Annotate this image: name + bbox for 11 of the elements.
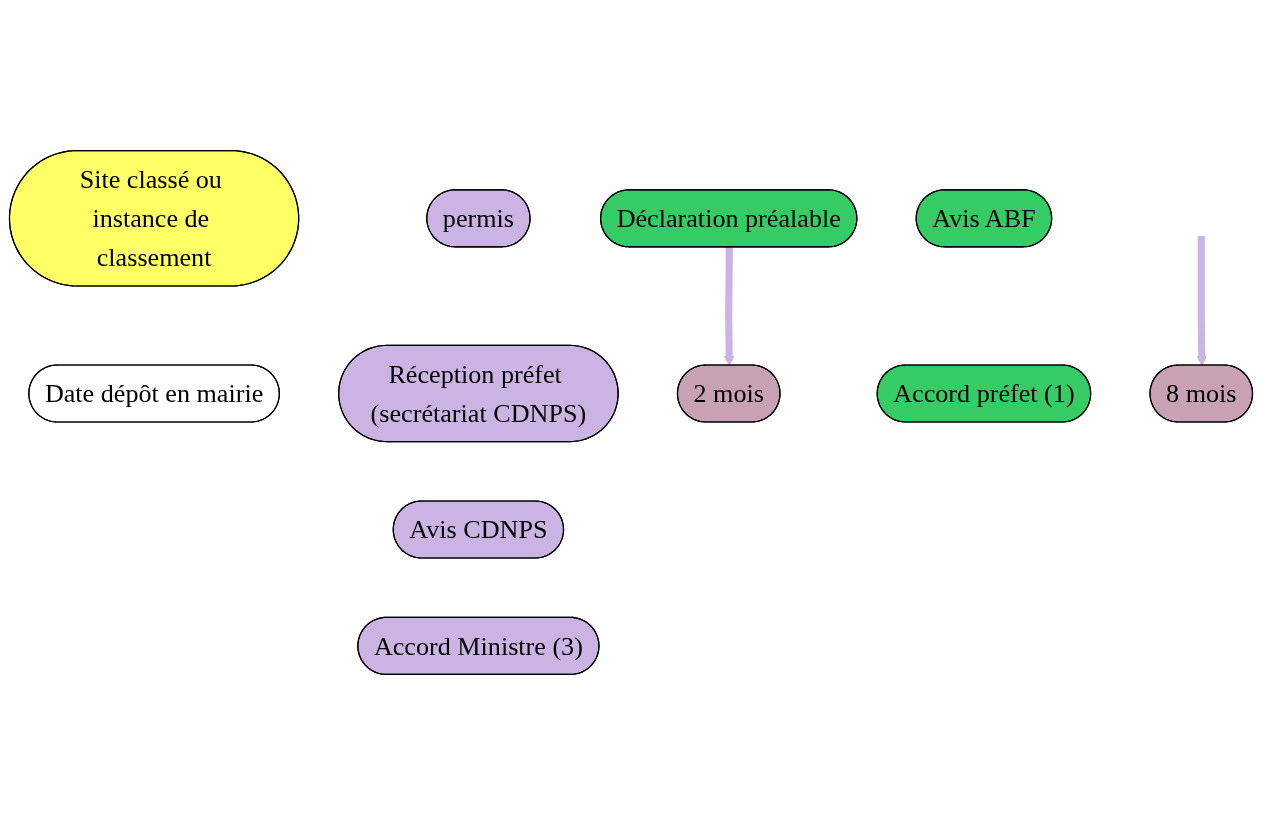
ellipse-node: Avis ABF bbox=[915, 189, 1053, 248]
ellipse-node: Date dépôt en mairie bbox=[28, 364, 280, 423]
ellipse-node: Accord Ministre (3) bbox=[357, 616, 600, 675]
ellipse-node: Réception préfet (secrétariat CDNPS) bbox=[338, 344, 619, 443]
ellipse-node: Avis CDNPS bbox=[392, 500, 565, 559]
ellipse-node: Site classé ou instance de classement bbox=[8, 150, 300, 287]
ellipse-node: permis bbox=[426, 189, 531, 248]
ellipse-node: 2 mois bbox=[676, 364, 781, 423]
ellipse-node: 8 mois bbox=[1149, 364, 1254, 423]
ellipse-node: Accord préfet (1) bbox=[876, 364, 1092, 423]
ellipse-node: Déclaration préalable bbox=[600, 189, 858, 248]
